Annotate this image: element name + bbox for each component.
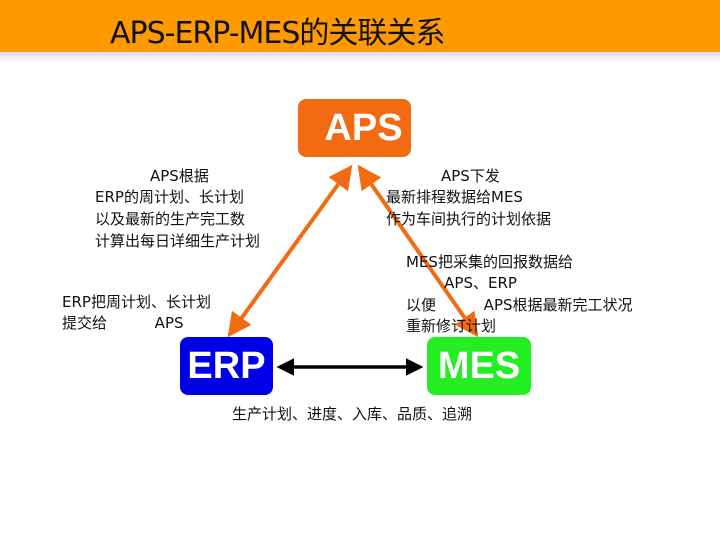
header-shadow	[0, 52, 720, 62]
note-aps-from-erp-4: 计算出每日详细生产计划	[95, 232, 261, 250]
note-aps-from-erp-2: ERP的周计划、长计划	[95, 188, 244, 206]
note-aps-to-mes-2: 最新排程数据给MES	[386, 188, 523, 206]
note-mes-feedback-3: 以便 APS根据最新完工状况	[406, 296, 633, 314]
aps-node: APS	[298, 99, 411, 157]
mes-node: MES	[427, 337, 531, 395]
erp-aps-arrow	[227, 164, 353, 338]
note-erp-to-aps-1: ERP把周计划、长计划	[62, 293, 211, 311]
note-aps-to-mes-3: 作为车间执行的计划依据	[386, 210, 552, 228]
slide-title: APS-ERP-MES的关联关系	[110, 16, 445, 51]
note-aps-from-erp-3: 以及最新的生产完工数	[95, 210, 246, 228]
note-mes-feedback-2: APS、ERP	[406, 274, 517, 292]
note-mes-feedback-4: 重新修订计划	[406, 317, 497, 335]
note-erp-mes: 生产计划、进度、入库、品质、追溯	[232, 405, 473, 423]
mes-aps-arrow	[357, 164, 479, 338]
header-bar	[0, 0, 720, 52]
erp-node: ERP	[180, 337, 273, 395]
note-mes-feedback-1: MES把采集的回报数据给	[406, 253, 573, 271]
note-aps-to-mes-1: APS下发	[441, 167, 500, 185]
note-erp-to-aps-2: 提交给 APS	[62, 314, 184, 332]
note-aps-from-erp-1: APS根据	[150, 167, 209, 185]
